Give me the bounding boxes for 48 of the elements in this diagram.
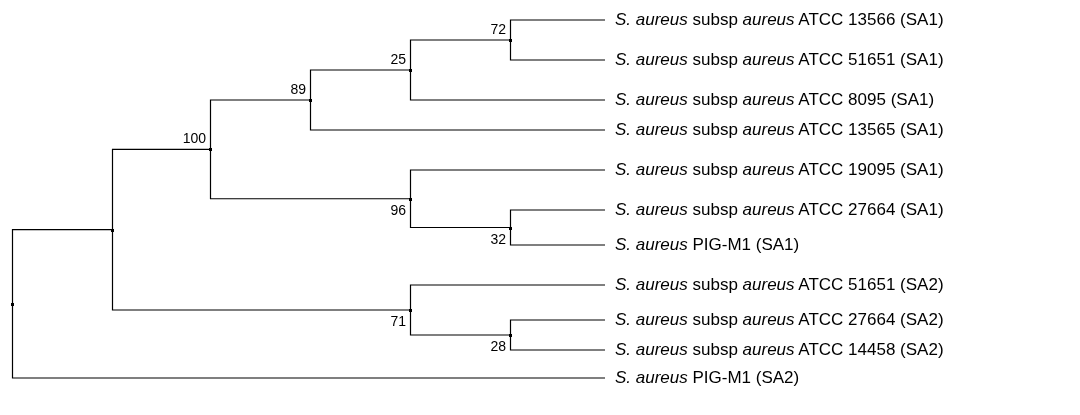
branch-node (409, 309, 412, 312)
taxon-label: S. aureus subsp aureus ATCC 13565 (SA1) (605, 120, 944, 140)
tree-branch (11, 229, 113, 305)
taxon-label: S. aureus subsp aureus ATCC 13566 (SA1) (605, 10, 944, 30)
tree-branch (409, 198, 511, 229)
bootstrap-value: 32 (490, 230, 506, 247)
tree-branch (111, 229, 411, 311)
tree-branch (509, 39, 606, 61)
branch-node (11, 302, 14, 306)
tree-branch (111, 148, 211, 231)
bootstrap-value: 71 (390, 313, 406, 329)
branch-node (209, 148, 212, 152)
tree-branch (509, 334, 606, 351)
taxon-label: S. aureus PIG-M1 (SA1) (605, 235, 800, 255)
branch-node (509, 226, 512, 230)
branch-node (409, 197, 412, 201)
tree-branch (409, 309, 511, 336)
tree-branch (509, 319, 606, 336)
tree-branch (409, 284, 606, 311)
taxon-label: S. aureus subsp aureus ATCC 27664 (SA2) (605, 310, 944, 330)
taxon-label: S. aureus subsp aureus ATCC 51651 (SA2) (605, 275, 944, 295)
tree-branch (509, 19, 606, 41)
bootstrap-value: 96 (390, 201, 406, 218)
taxon-label: S. aureus subsp aureus ATCC 8095 (SA1) (605, 90, 935, 110)
bootstrap-value: 72 (490, 21, 506, 37)
branch-node (309, 99, 312, 102)
branch-node (509, 334, 512, 337)
tree-branch (11, 303, 606, 379)
tree-branch (309, 99, 606, 131)
tree-branch (509, 209, 606, 229)
tree-branch (409, 69, 606, 101)
taxon-label: S. aureus subsp aureus ATCC 27664 (SA1) (605, 200, 944, 220)
tree-branch (309, 69, 411, 101)
branch-node (409, 69, 412, 72)
taxon-label: S. aureus subsp aureus ATCC 14458 (SA2) (605, 340, 944, 360)
bootstrap-value: 89 (290, 81, 306, 97)
tree-branch (209, 148, 411, 200)
taxon-label: S. aureus subsp aureus ATCC 19095 (SA1) (605, 160, 944, 180)
branch-node (111, 228, 114, 232)
tree-branch (409, 169, 606, 200)
bootstrap-value: 25 (390, 51, 406, 67)
bootstrap-value: 28 (490, 338, 506, 354)
branch-node (509, 39, 512, 42)
taxon-label: S. aureus subsp aureus ATCC 51651 (SA1) (605, 50, 944, 70)
tree-branch (209, 99, 311, 150)
taxon-label: S. aureus PIG-M1 (SA2) (605, 368, 800, 388)
bootstrap-value: 100 (182, 130, 206, 147)
tree-branch (409, 39, 511, 71)
